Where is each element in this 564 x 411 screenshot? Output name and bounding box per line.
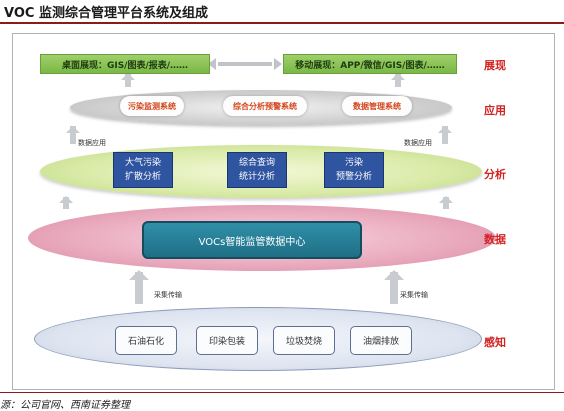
mobile-display-box: 移动展现：APP/微信/GIS/图表/…… bbox=[283, 54, 457, 74]
display-link-arrow bbox=[208, 58, 282, 70]
sensing-item-label: 油烟排放 bbox=[362, 337, 399, 347]
title-divider bbox=[0, 22, 564, 24]
analysis-line1: 大气污染 bbox=[124, 158, 161, 168]
sensing-data-arrows bbox=[129, 270, 404, 304]
sensing-item-incineration: 垃圾焚烧 bbox=[273, 326, 335, 355]
sensing-item-label: 印染包装 bbox=[208, 337, 245, 347]
data-app-label-right: 数据应用 bbox=[404, 139, 432, 147]
layer-label-application: 应用 bbox=[484, 104, 506, 117]
analysis-line2: 统计分析 bbox=[238, 172, 275, 182]
analysis-line2: 扩散分析 bbox=[124, 172, 161, 182]
app-item-label: 综合分析预警系统 bbox=[233, 101, 297, 111]
warning-analysis-box: 污染 预警分析 bbox=[324, 152, 384, 188]
footer-divider bbox=[0, 392, 564, 393]
display-app-arrows bbox=[121, 73, 405, 87]
sensing-layer-ellipse bbox=[34, 307, 482, 371]
sensing-item-label: 石油石化 bbox=[127, 337, 164, 347]
analysis-line2: 预警分析 bbox=[335, 172, 372, 182]
analysis-app-arrows bbox=[66, 126, 452, 144]
sensing-item-fumes: 油烟排放 bbox=[350, 326, 412, 355]
figure-title: VOC 监测综合管理平台系统及组成 bbox=[4, 6, 208, 21]
data-center-label: VOCs智能监管数据中心 bbox=[198, 236, 306, 248]
layer-label-analysis: 分析 bbox=[484, 168, 506, 181]
mobile-display-label: 移动展现：APP/微信/GIS/图表/…… bbox=[295, 60, 445, 71]
collect-label-left: 采集传输 bbox=[154, 291, 182, 299]
data-management-system: 数据管理系统 bbox=[342, 96, 412, 116]
diagram-frame bbox=[12, 33, 555, 390]
app-item-label: 数据管理系统 bbox=[353, 101, 401, 111]
analysis-line1: 综合查询 bbox=[238, 158, 275, 168]
source-note: 源：公司官网、西南证券整理 bbox=[0, 400, 130, 411]
data-analysis-arrows bbox=[59, 196, 453, 209]
desktop-display-box: 桌面展现：GIS/图表/报表/…… bbox=[40, 54, 210, 74]
sensing-item-printing: 印染包装 bbox=[196, 326, 258, 355]
layer-label-display: 展现 bbox=[484, 59, 506, 72]
statistics-analysis-box: 综合查询 统计分析 bbox=[227, 152, 287, 188]
collect-label-right: 采集传输 bbox=[400, 291, 428, 299]
analysis-line1: 污染 bbox=[344, 158, 363, 168]
app-item-label: 污染监测系统 bbox=[128, 101, 176, 111]
pollution-monitoring-system: 污染监测系统 bbox=[120, 96, 184, 116]
sensing-item-label: 垃圾焚烧 bbox=[285, 337, 322, 347]
dispersion-analysis-box: 大气污染 扩散分析 bbox=[113, 152, 173, 188]
analysis-warning-system: 综合分析预警系统 bbox=[223, 96, 307, 116]
data-app-label-left: 数据应用 bbox=[78, 139, 106, 147]
sensing-item-petrochemical: 石油石化 bbox=[115, 326, 177, 355]
layer-label-sensing: 感知 bbox=[484, 336, 506, 349]
desktop-display-label: 桌面展现：GIS/图表/报表/…… bbox=[61, 60, 189, 71]
layer-label-data: 数据 bbox=[484, 233, 506, 246]
data-center-box: VOCs智能监管数据中心 bbox=[142, 221, 362, 259]
